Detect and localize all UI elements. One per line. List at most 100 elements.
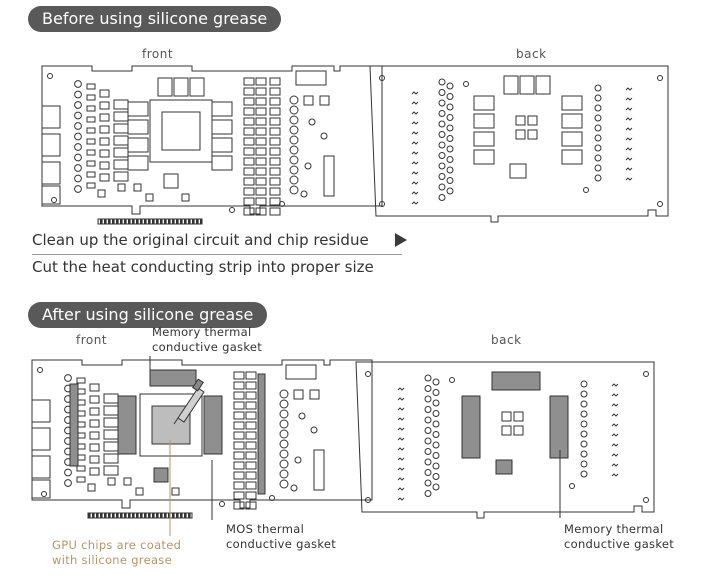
capacitor — [424, 395, 432, 403]
port — [41, 105, 61, 129]
before-front-label: front — [142, 47, 174, 61]
capacitor — [74, 143, 82, 151]
mos-chip — [243, 87, 255, 96]
capacitor — [583, 187, 589, 193]
memory-thermal-pad — [203, 395, 223, 455]
capacitor — [279, 419, 289, 429]
capacitor — [432, 410, 440, 417]
inductor-mark — [411, 191, 419, 195]
smd — [181, 193, 190, 202]
capacitor — [289, 185, 299, 195]
capacitor — [289, 155, 299, 165]
mos-chip — [255, 117, 267, 126]
capacitor — [304, 162, 312, 170]
capacitor — [580, 430, 588, 438]
inductor-mark — [397, 477, 405, 481]
capacitor — [289, 165, 299, 175]
capacitor — [279, 409, 289, 419]
smd — [527, 129, 538, 140]
capacitor — [74, 111, 82, 120]
capacitor — [424, 458, 432, 466]
capacitor — [446, 187, 454, 195]
mos-chip — [103, 441, 119, 452]
memory-chip — [211, 155, 233, 171]
smd — [513, 425, 524, 436]
inductor-mark — [611, 443, 619, 447]
mos-chip — [103, 453, 119, 464]
inductor-mark — [411, 201, 419, 205]
inductor-mark — [611, 413, 619, 417]
capacitor — [279, 399, 289, 409]
mos-chip — [269, 177, 281, 186]
capacitor — [432, 452, 440, 459]
inductor-mark — [397, 457, 405, 461]
capacitor — [424, 479, 432, 487]
smd — [99, 161, 110, 170]
capacitor — [438, 141, 446, 149]
mos-chip — [103, 393, 119, 404]
mos-chip — [269, 97, 281, 106]
capacitor — [289, 145, 299, 155]
mos-chip — [269, 137, 281, 146]
inductor-mark — [411, 111, 419, 115]
capacitor — [432, 462, 440, 470]
capacitor — [594, 154, 602, 162]
capacitor — [424, 437, 432, 445]
capacitor — [446, 135, 454, 142]
capacitor — [289, 95, 299, 105]
smd — [117, 183, 126, 192]
inductor-mark — [611, 463, 619, 467]
capacitor — [229, 207, 235, 213]
capacitor — [446, 114, 454, 121]
chip — [163, 173, 179, 189]
capacitor — [446, 103, 454, 111]
inductor-mark — [397, 407, 405, 411]
memory-chip — [173, 77, 189, 97]
mos-chip — [269, 77, 281, 86]
smd — [107, 477, 116, 486]
capacitor — [310, 426, 318, 434]
inductor-mark — [397, 447, 405, 451]
mos-chip — [113, 159, 129, 170]
smd — [86, 116, 96, 123]
mos-chip — [269, 117, 281, 126]
mos-chip — [233, 371, 245, 380]
capacitor — [438, 89, 446, 96]
capacitor — [279, 439, 289, 449]
mos-chip — [245, 401, 257, 410]
mos-chip — [269, 197, 281, 206]
smd — [515, 115, 526, 126]
power-connector — [295, 70, 327, 86]
capacitor — [279, 479, 289, 489]
inductor-mark — [625, 147, 633, 151]
mos-chip — [103, 405, 119, 416]
capacitor — [74, 80, 82, 88]
smd — [76, 465, 86, 472]
memory-chip — [561, 149, 583, 165]
capacitor — [438, 194, 446, 201]
mos-chip — [233, 451, 245, 460]
mos-chip — [243, 117, 255, 126]
capacitor — [438, 162, 446, 170]
syringe-tip — [173, 417, 179, 425]
chip — [153, 467, 169, 483]
capacitor — [438, 152, 446, 159]
smd — [86, 149, 96, 156]
mos-chip — [233, 421, 245, 430]
port — [41, 161, 61, 185]
capacitor — [438, 131, 446, 138]
capacitor — [432, 378, 440, 386]
mos-chip — [245, 461, 257, 470]
capacitor — [594, 84, 602, 92]
capacitor — [300, 190, 308, 198]
capacitor — [594, 124, 602, 132]
mos-chip — [255, 127, 267, 136]
after-section-title: After using silicone grease — [28, 302, 268, 328]
back-pcb-outline — [355, 361, 655, 519]
memory-chip — [561, 95, 583, 111]
step-divider — [32, 254, 402, 255]
smd — [515, 115, 526, 126]
smd — [76, 476, 86, 483]
capacitor — [580, 400, 588, 408]
